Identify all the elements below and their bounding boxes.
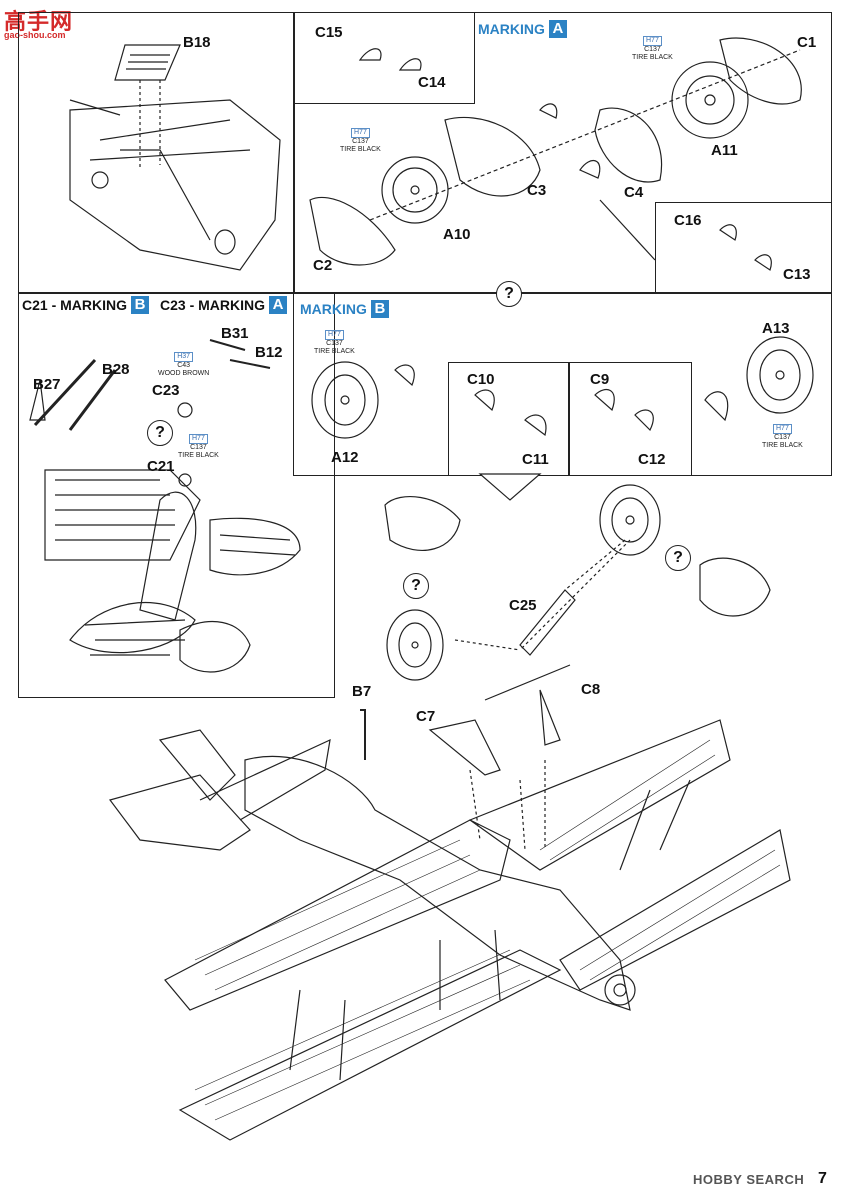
- part-label-c7: C7: [416, 708, 436, 725]
- part-label-b18: B18: [183, 34, 211, 51]
- paint-callout-tire-black: H77 C137 TIRE BLACK: [762, 424, 803, 449]
- marking-letter-badge: B: [131, 296, 150, 314]
- part-label-b31: B31: [221, 325, 249, 342]
- marking-b-header: MARKING B: [300, 300, 389, 318]
- wheel-parts-b-drawing: [311, 336, 814, 439]
- part-label-b12: B12: [255, 344, 283, 361]
- question-mark-icon: ?: [403, 573, 429, 599]
- paint-callout-tire-black: H77 C137 TIRE BLACK: [340, 128, 381, 153]
- part-label-c9: C9: [590, 371, 610, 388]
- question-mark-icon: ?: [496, 281, 522, 307]
- part-label-c15: C15: [315, 24, 343, 41]
- part-label-a10: A10: [443, 226, 471, 243]
- marking-letter-badge: A: [548, 20, 567, 38]
- panel-c14-c15: [293, 12, 475, 104]
- part-label-c1: C1: [797, 34, 817, 51]
- panel-tail: [18, 292, 335, 698]
- panel-fuselage-detail: [18, 12, 295, 294]
- biplane-drawing: [108, 709, 791, 1141]
- part-label-c2: C2: [313, 257, 333, 274]
- part-label-c3: C3: [527, 182, 547, 199]
- watermark-url: gao-shou.com: [4, 30, 66, 40]
- marking-letter-badge: A: [269, 296, 288, 314]
- c23-marking-header: C23 - MARKING A: [160, 296, 288, 314]
- wheel-parts-a-drawing: [309, 37, 802, 271]
- hobby-search-logo: HOBBY SEARCH: [693, 1172, 805, 1187]
- fuselage-front-drawing: [69, 44, 281, 271]
- callout-pointer: [478, 473, 542, 501]
- tail-assembly-drawing: [29, 339, 301, 673]
- paint-callout-wood-brown: H37 C43 WOOD BROWN: [158, 352, 210, 377]
- part-label-c25: C25: [509, 597, 537, 614]
- part-label-b7: B7: [352, 683, 372, 700]
- part-label-c11: C11: [522, 451, 549, 468]
- part-label-c16: C16: [674, 212, 702, 229]
- part-label-a13: A13: [762, 320, 790, 337]
- watermark-title: 高手网: [4, 9, 74, 34]
- part-label-b28: B28: [102, 361, 130, 378]
- paint-callout-tire-black: H77 C137 TIRE BLACK: [632, 36, 673, 61]
- part-label-c10: C10: [467, 371, 495, 388]
- part-label-c12: C12: [638, 451, 666, 468]
- marking-a-header: MARKING A: [478, 20, 567, 38]
- part-label-c21: C21: [147, 458, 175, 475]
- part-label-c8: C8: [581, 681, 601, 698]
- question-mark-icon: ?: [147, 420, 173, 446]
- panel-wheels-a: [293, 12, 832, 294]
- part-label-c14: C14: [418, 74, 446, 91]
- part-label-c23: C23: [152, 382, 180, 399]
- part-label-b27: B27: [33, 376, 61, 393]
- marking-letter-badge: B: [370, 300, 389, 318]
- page-number: 7: [818, 1170, 827, 1187]
- paint-callout-tire-black: H77 C137 TIRE BLACK: [178, 434, 219, 459]
- part-label-c13: C13: [783, 266, 811, 283]
- paint-callout-tire-black: H77 C137 TIRE BLACK: [314, 330, 355, 355]
- panel-c9-c12: [568, 362, 692, 476]
- wheel-explode-drawing: [384, 484, 771, 776]
- part-label-a11: A11: [711, 142, 738, 159]
- question-mark-icon: ?: [665, 545, 691, 571]
- part-label-a12: A12: [331, 449, 359, 466]
- c21-marking-header: C21 - MARKING B: [22, 296, 150, 314]
- part-label-c4: C4: [624, 184, 644, 201]
- panel-c13-c16: [655, 202, 832, 294]
